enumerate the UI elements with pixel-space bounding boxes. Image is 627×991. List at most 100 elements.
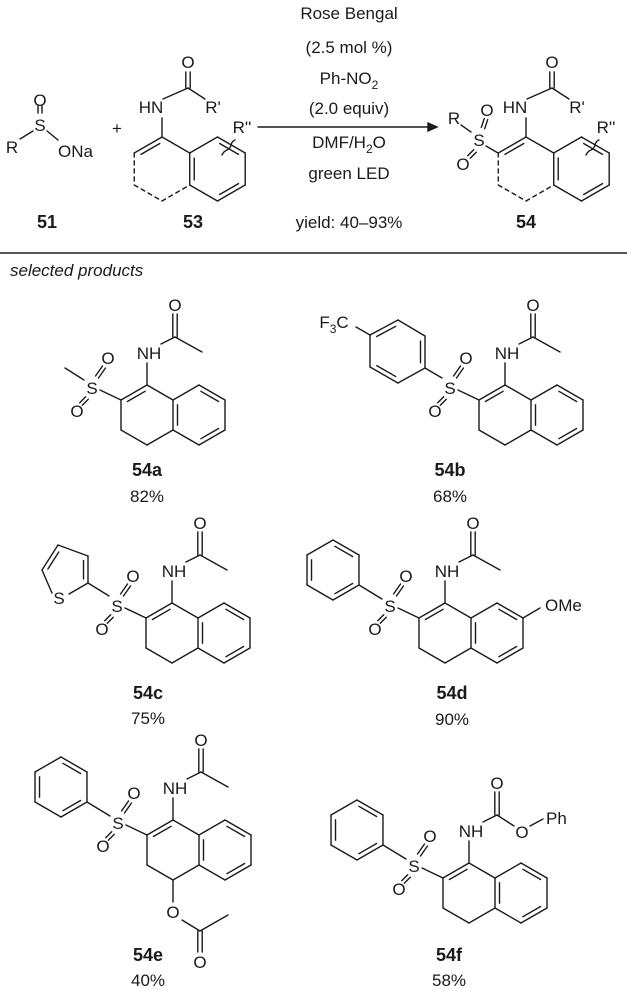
bond <box>81 398 89 406</box>
sulfonyl-oxygen-label: O <box>368 620 381 639</box>
sulfonyl-oxygen-label: O <box>96 837 109 856</box>
bond <box>19 130 34 140</box>
product-yield-54f: 58% <box>432 971 466 990</box>
bond <box>46 130 59 141</box>
sulfonyl-oxygen-label: O <box>70 402 83 421</box>
bond <box>526 87 553 100</box>
arrow-head <box>427 121 439 133</box>
section-title: selected products <box>10 261 144 280</box>
sulfur-label: S <box>473 131 484 150</box>
product-label-54e: 54e <box>133 945 163 965</box>
hn-label: HN <box>503 98 528 117</box>
bond <box>133 184 163 202</box>
wavy-substituent-bond <box>221 139 236 156</box>
bond <box>41 569 53 594</box>
bond <box>424 367 443 379</box>
bond <box>174 336 203 353</box>
bond <box>376 325 397 338</box>
sulfur-label: S <box>86 379 97 398</box>
bond <box>161 184 191 202</box>
bond <box>403 876 411 884</box>
bond <box>418 647 446 664</box>
bond <box>468 907 496 924</box>
bond <box>558 427 578 440</box>
bond <box>551 87 570 100</box>
bond <box>189 136 219 154</box>
bond <box>172 819 200 836</box>
bond <box>146 429 174 446</box>
chemical-structures: RSOONaHNOR'R''HNOR'R''SOORNHOSOONHOSOOF3… <box>6 53 616 972</box>
bond <box>418 602 446 619</box>
solvent-subscript: 2 <box>366 142 373 156</box>
bond <box>146 819 174 836</box>
sulfonyl-oxygen-label: O <box>423 827 436 846</box>
sulfonyl-oxygen-label: O <box>456 155 469 174</box>
bond <box>553 136 583 154</box>
bond <box>518 336 534 345</box>
nh-label: NH <box>137 344 162 363</box>
sulfonyl-oxygen-label: O <box>459 349 472 368</box>
bond <box>87 582 110 597</box>
bond <box>478 429 506 446</box>
oxidant-text: Ph-NO2 <box>320 69 379 92</box>
bond <box>470 647 498 664</box>
product-label-54b: 54b <box>434 460 465 480</box>
nh-label: NH <box>162 562 187 581</box>
bond <box>181 919 201 932</box>
bond <box>185 554 201 563</box>
bond <box>200 427 220 440</box>
hn-label: HN <box>139 98 164 117</box>
bond <box>392 583 402 595</box>
bond <box>444 647 472 664</box>
bond <box>330 799 358 816</box>
bond <box>200 771 229 788</box>
bond <box>226 825 246 838</box>
product-yield-54d: 90% <box>435 710 469 729</box>
bond <box>171 602 199 619</box>
f3c-f: F <box>319 313 329 332</box>
bond <box>478 384 506 401</box>
bond <box>468 862 496 879</box>
solvent-end: O <box>373 133 386 152</box>
oxidant-amount-text: (2.0 equiv) <box>309 99 389 118</box>
bond <box>379 616 387 624</box>
sulfonyl-oxygen-label: O <box>480 101 493 120</box>
compound-label-51: 51 <box>37 212 57 232</box>
bond <box>62 799 82 812</box>
bond <box>172 864 200 881</box>
bond <box>34 801 62 818</box>
bond <box>522 905 542 918</box>
bond <box>62 762 82 775</box>
bond <box>107 833 115 841</box>
bond <box>124 607 147 619</box>
thiophene-sulfur-label: S <box>53 589 64 608</box>
ester-oxygen-label: O <box>166 903 179 922</box>
bond <box>485 145 499 154</box>
bond <box>497 184 527 202</box>
bond <box>496 814 515 827</box>
bond <box>79 396 87 404</box>
bond <box>224 819 252 836</box>
bond <box>334 545 354 558</box>
ona-label: ONa <box>58 142 94 161</box>
bond <box>226 862 246 875</box>
bond <box>356 844 384 861</box>
bond <box>580 184 610 202</box>
bond <box>86 801 111 817</box>
bond <box>484 390 504 403</box>
bond <box>522 868 542 881</box>
bond <box>145 647 173 664</box>
bond <box>199 914 229 932</box>
bond <box>530 429 558 446</box>
bond <box>223 647 251 664</box>
bond <box>330 844 358 861</box>
f3c-subscript: 3 <box>330 322 337 336</box>
f3c-c: C <box>336 313 348 332</box>
